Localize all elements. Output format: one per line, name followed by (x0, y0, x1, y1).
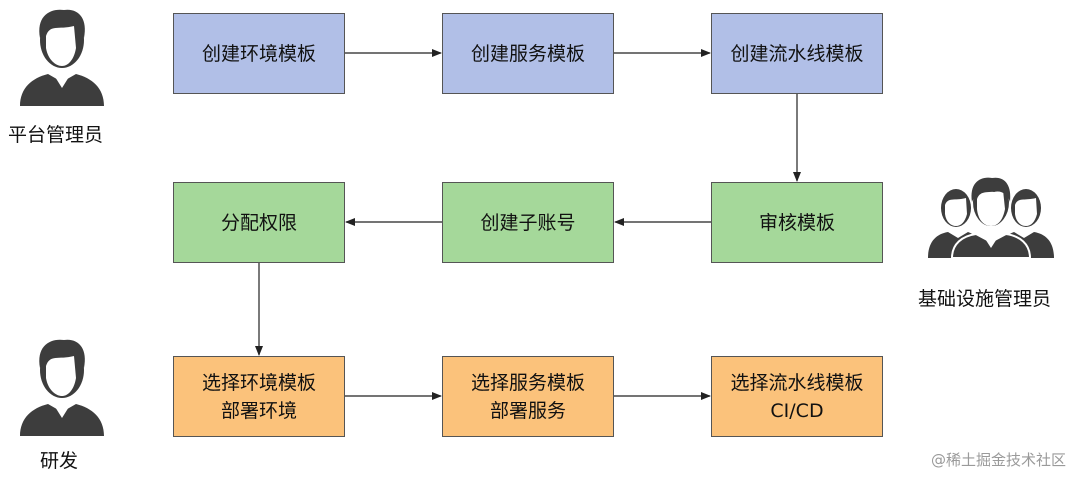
step-cicd: 选择流水线模板 CI/CD (711, 356, 883, 437)
person-icon (20, 339, 104, 436)
actor-label-dev: 研发 (40, 450, 79, 472)
step-create-subaccount: 创建子账号 (442, 182, 614, 263)
actor-label-admin: 平台管理员 (8, 124, 104, 146)
step-deploy-env: 选择环境模板 部署环境 (173, 356, 345, 437)
step-create-service-template: 创建服务模板 (442, 13, 614, 94)
step-create-env-template: 创建环境模板 (173, 13, 345, 94)
actor-label-infra: 基础设施管理员 (918, 288, 1052, 310)
group-icon (928, 176, 1054, 258)
person-icon (20, 9, 104, 106)
step-deploy-service: 选择服务模板 部署服务 (442, 356, 614, 437)
step-assign-permission: 分配权限 (173, 182, 345, 263)
step-create-pipeline-template: 创建流水线模板 (711, 13, 883, 94)
step-review-template: 审核模板 (711, 182, 883, 263)
watermark: @稀土掘金技术社区 (930, 451, 1066, 469)
